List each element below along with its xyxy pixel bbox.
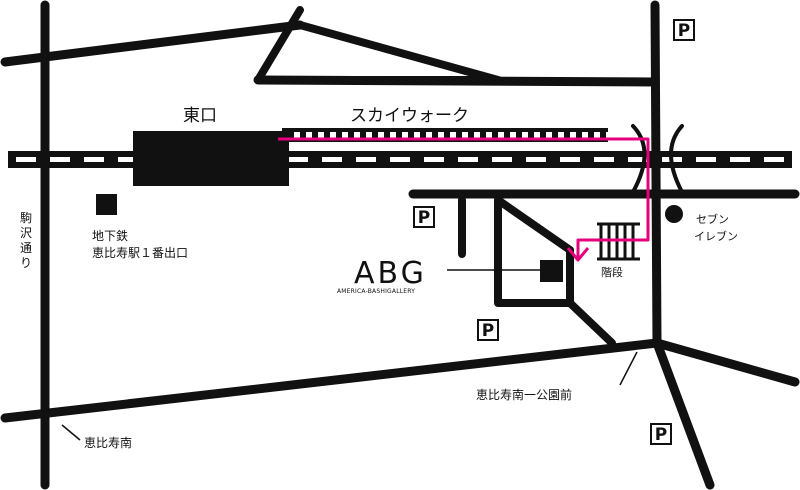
parking-label: P <box>482 321 494 341</box>
label-stairs: 階段 <box>601 265 623 279</box>
road-upper-left <box>0 20 305 67</box>
label-subway-exit-line2: 恵比寿駅１番出口 <box>92 246 188 260</box>
parking-icon <box>650 423 672 445</box>
parking-icon <box>413 206 435 228</box>
parking-sign-lower-middle: P <box>477 319 499 341</box>
parking-icon <box>477 319 499 341</box>
leader-ebisu-minami <box>61 424 81 441</box>
label-komazawa-dori: 駒 沢 通 り <box>20 211 32 270</box>
road-right-vertical <box>650 0 662 348</box>
label-abg: ABG <box>354 256 427 291</box>
road-bottom-diagonal <box>0 338 662 423</box>
parking-icon <box>673 19 695 41</box>
label-seven-eleven-line1: セブン <box>696 212 729 226</box>
convenience-store-icon <box>665 205 683 223</box>
label-komazawa-char: り <box>20 256 32 270</box>
parking-sign-middle-left: P <box>413 206 435 228</box>
route-arrow-icon <box>566 247 590 262</box>
parking-label: P <box>655 425 667 445</box>
road-junction-right <box>652 338 800 387</box>
parking-label: P <box>678 21 690 41</box>
road-gallery-block <box>494 196 574 307</box>
route-line <box>278 137 650 258</box>
label-komazawa-char: 沢 <box>20 226 32 240</box>
parking-label: P <box>418 208 430 228</box>
label-subway-exit-line1: 地下鉄 <box>92 228 128 243</box>
label-east-exit: 東口 <box>183 106 217 126</box>
road-junction-down <box>652 338 715 490</box>
walking-route <box>278 137 650 262</box>
label-ebisu-minami-1-park: 恵比寿南一公園前 <box>476 387 572 402</box>
bridge-marks <box>631 124 684 194</box>
road-triangle <box>254 6 502 84</box>
label-seven-eleven-line2: イレブン <box>694 229 738 243</box>
label-komazawa-char: 駒 <box>20 211 32 225</box>
label-ebisu-minami: 恵比寿南 <box>84 435 132 450</box>
subway-exit-icon <box>96 194 117 215</box>
label-skywalk: スカイウォーク <box>350 106 469 126</box>
road-top-right <box>253 75 660 87</box>
label-komazawa-char: 通 <box>20 241 32 255</box>
road-to-junction <box>566 299 616 347</box>
label-abg-subtitle: AMERICA-BASHIGALLERY <box>337 288 415 295</box>
gallery-building-icon <box>540 260 563 282</box>
railway <box>8 151 792 168</box>
leader-ebisu-minami-1 <box>619 351 638 386</box>
parking-sign-bottom-right: P <box>650 423 672 445</box>
station-east-exit-building <box>133 131 289 186</box>
parking-sign-top-right: P <box>673 19 695 41</box>
